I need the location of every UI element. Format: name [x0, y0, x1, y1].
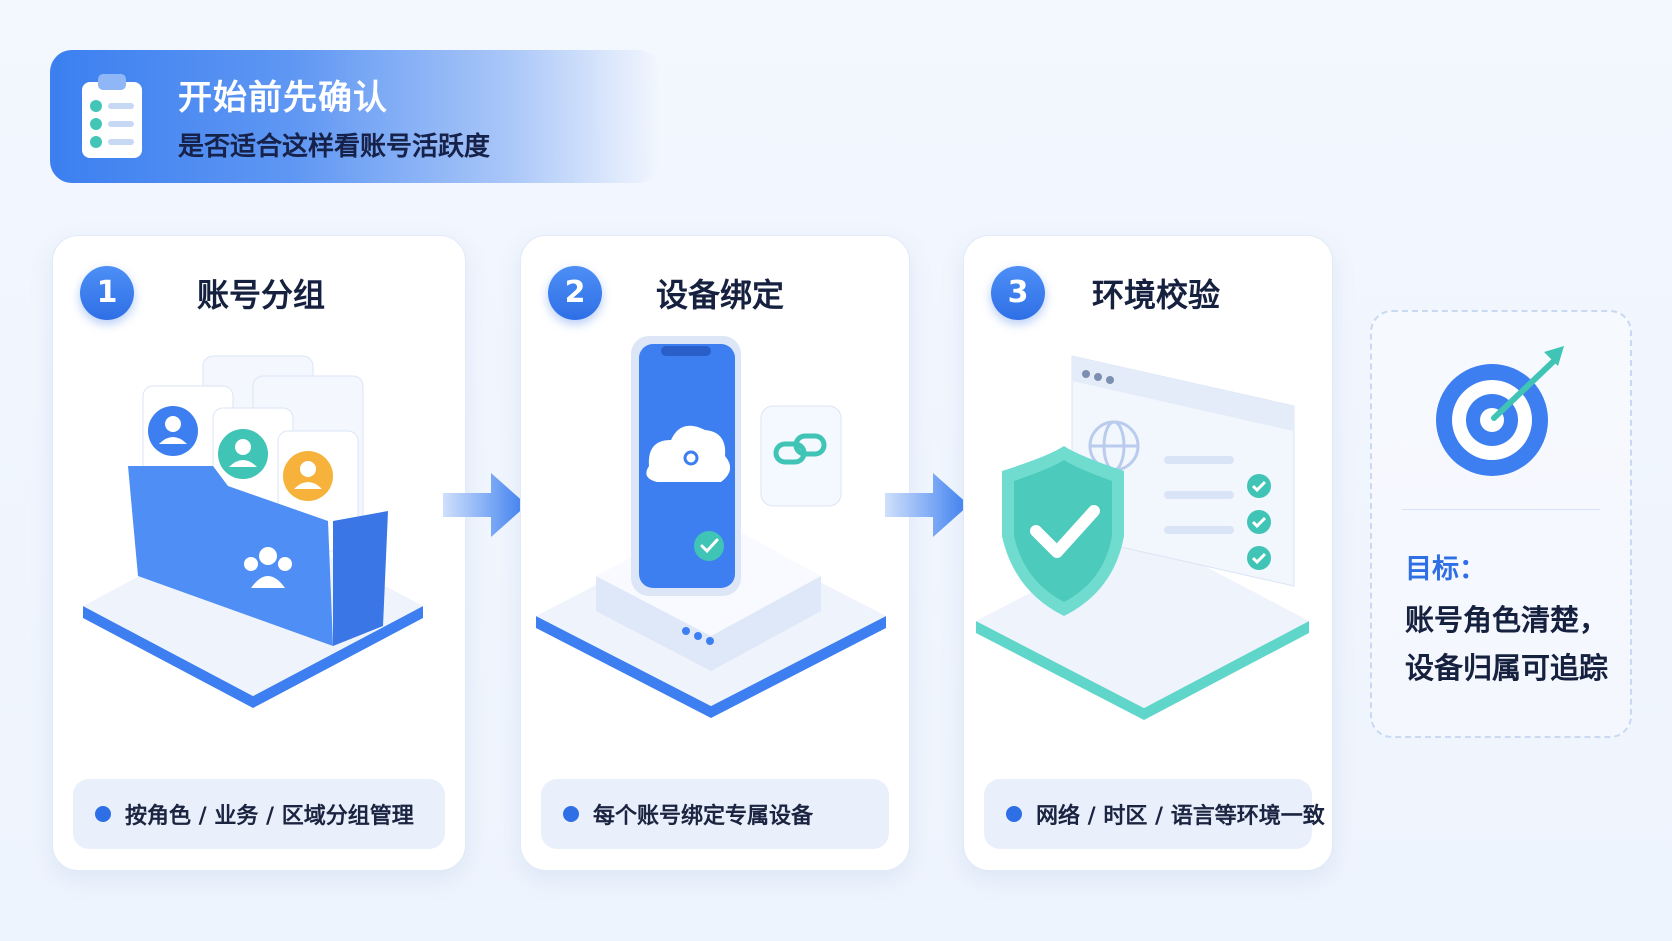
- bullet-dot: [563, 806, 579, 822]
- divider: [1402, 509, 1600, 510]
- phone-cloud-link-icon: [536, 336, 886, 718]
- clipboard-checklist-icon: [82, 74, 142, 158]
- arrow-right-icon: [885, 473, 969, 537]
- step-title: 环境校验: [1092, 276, 1221, 314]
- goal-label: 目标：: [1405, 554, 1486, 585]
- step-description: 网络 / 时区 / 语言等环境一致: [984, 779, 1325, 849]
- bullet-dot: [1006, 806, 1022, 822]
- step-card-account-grouping: 1 账号分组 按角色 / 业务 / 区域分组管理: [52, 235, 466, 871]
- goal-panel: 目标： 账号角色清楚， 设备归属可追踪: [1370, 310, 1632, 738]
- step-card-environment-check: 3 环境校验 网络 / 时区 / 语言等环境一致: [963, 235, 1333, 871]
- step-number-badge: 1: [80, 266, 134, 320]
- step-description: 按角色 / 业务 / 区域分组管理: [73, 779, 445, 849]
- arrow-right-icon: [443, 473, 527, 537]
- goal-description: 账号角色清楚， 设备归属可追踪: [1405, 603, 1609, 685]
- shield-check-browser-icon: [976, 355, 1309, 720]
- folder-users-icon: [83, 355, 423, 708]
- step-card-device-binding: 2 设备绑定 每个账号绑定专属设备: [520, 235, 910, 871]
- header-banner: 开始前先确认 是否适合这样看账号活跃度: [50, 50, 660, 183]
- page-subtitle: 是否适合这样看账号活跃度: [178, 132, 491, 162]
- step-number-badge: 2: [548, 266, 602, 320]
- page-title: 开始前先确认: [178, 78, 388, 118]
- step-title: 设备绑定: [656, 276, 785, 314]
- step-title: 账号分组: [197, 276, 326, 314]
- bullet-dot: [95, 806, 111, 822]
- step-description: 每个账号绑定专属设备: [541, 779, 889, 849]
- step-number-badge: 3: [991, 266, 1045, 320]
- target-arrow-icon: [1436, 346, 1564, 476]
